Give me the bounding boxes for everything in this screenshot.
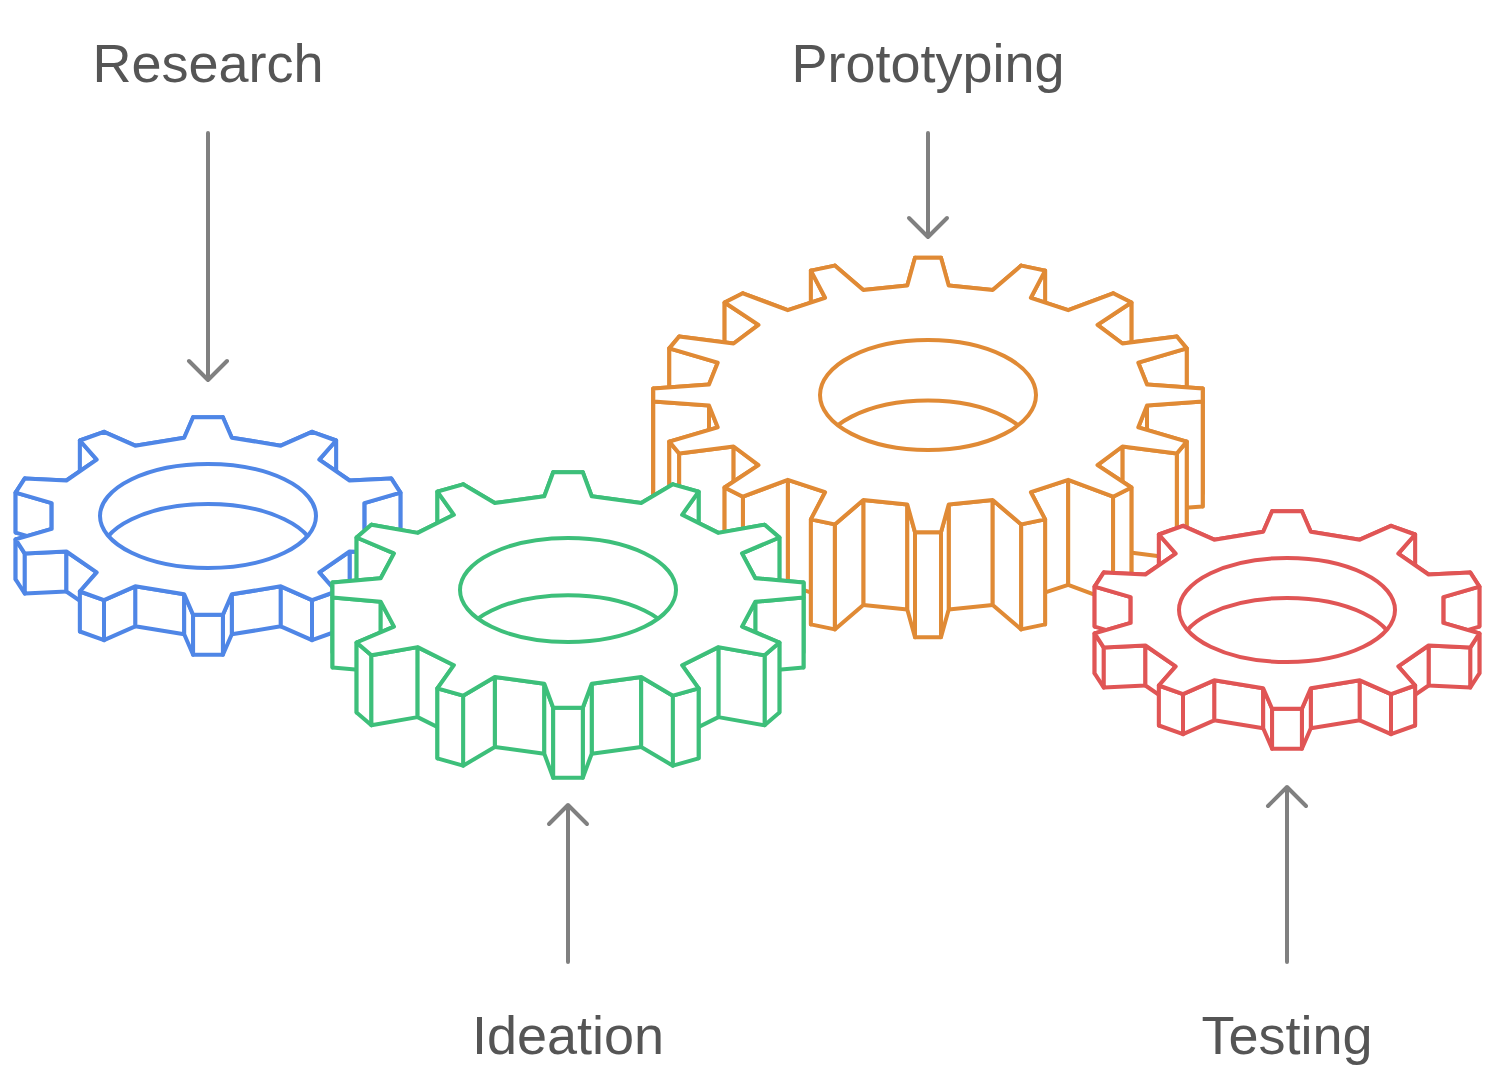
stage-label: Ideation	[472, 1004, 664, 1066]
gear-hole	[460, 538, 676, 642]
leader-arrow	[1268, 787, 1306, 962]
gear-hole	[100, 464, 316, 568]
gear-hole-depth	[820, 401, 1036, 511]
leader-arrow	[189, 133, 227, 380]
gear-side	[553, 708, 583, 778]
stage-label: Testing	[1201, 1004, 1372, 1066]
gear-hole-depth	[460, 595, 676, 699]
gear-side	[673, 688, 699, 765]
gear	[1095, 511, 1480, 748]
gear-side	[25, 552, 67, 594]
gear-side	[915, 532, 941, 637]
gear-side	[371, 647, 417, 725]
gear-side	[863, 500, 907, 609]
gear-face	[1095, 511, 1480, 708]
gear-side	[1104, 646, 1146, 688]
gear-hole	[820, 340, 1036, 450]
stage-label: Research	[92, 32, 323, 94]
gear-side	[1021, 519, 1045, 629]
gear-side	[811, 519, 835, 629]
gear-face	[333, 472, 804, 708]
gear-side	[1272, 709, 1302, 749]
gear-side	[193, 615, 223, 655]
gear-side	[495, 677, 545, 754]
gear-group	[16, 258, 1480, 778]
gear	[333, 472, 804, 778]
leader-arrow	[909, 133, 947, 237]
gear-hole-depth	[100, 504, 316, 608]
leader-arrow	[549, 805, 587, 962]
gear-face	[653, 258, 1202, 533]
gear-side	[949, 500, 993, 609]
gear-side	[718, 647, 764, 725]
gear-side	[1429, 646, 1471, 688]
gear-hole-depth	[1179, 598, 1395, 702]
gear-hole	[1179, 558, 1395, 662]
gear-side	[437, 688, 463, 765]
gear-side	[592, 677, 642, 754]
stage-label: Prototyping	[791, 32, 1064, 94]
